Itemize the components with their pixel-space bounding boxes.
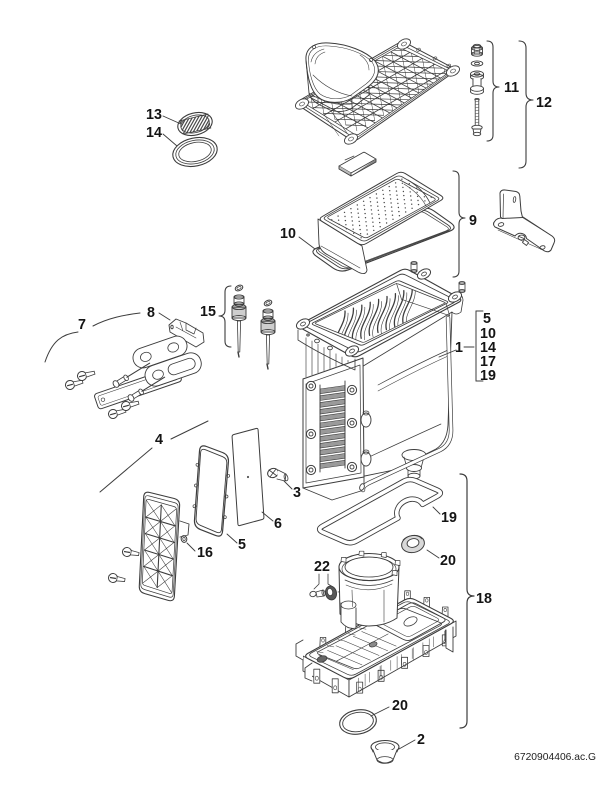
svg-text:7: 7 [78,317,86,333]
svg-text:13: 13 [146,107,162,123]
svg-text:6720904406.ac.G: 6720904406.ac.G [514,752,596,763]
svg-text:14: 14 [146,125,162,141]
svg-text:14: 14 [480,340,496,356]
svg-text:10: 10 [480,326,496,342]
svg-text:5: 5 [238,537,246,553]
svg-text:16: 16 [197,545,213,561]
svg-text:11: 11 [504,80,519,96]
svg-text:6: 6 [274,516,282,532]
svg-text:1: 1 [455,340,463,356]
svg-text:19: 19 [480,368,496,384]
svg-text:20: 20 [440,553,456,569]
svg-text:10: 10 [280,226,296,242]
svg-text:20: 20 [392,698,408,714]
svg-text:4: 4 [155,432,163,448]
svg-text:12: 12 [536,95,552,111]
svg-text:17: 17 [480,354,496,370]
svg-text:9: 9 [469,213,477,229]
svg-text:15: 15 [200,304,216,320]
svg-text:5: 5 [483,311,491,327]
svg-text:18: 18 [476,591,492,607]
svg-text:2: 2 [417,732,425,748]
svg-text:19: 19 [441,510,457,526]
svg-text:3: 3 [293,485,301,501]
svg-text:8: 8 [147,305,155,321]
svg-text:22: 22 [314,559,330,575]
